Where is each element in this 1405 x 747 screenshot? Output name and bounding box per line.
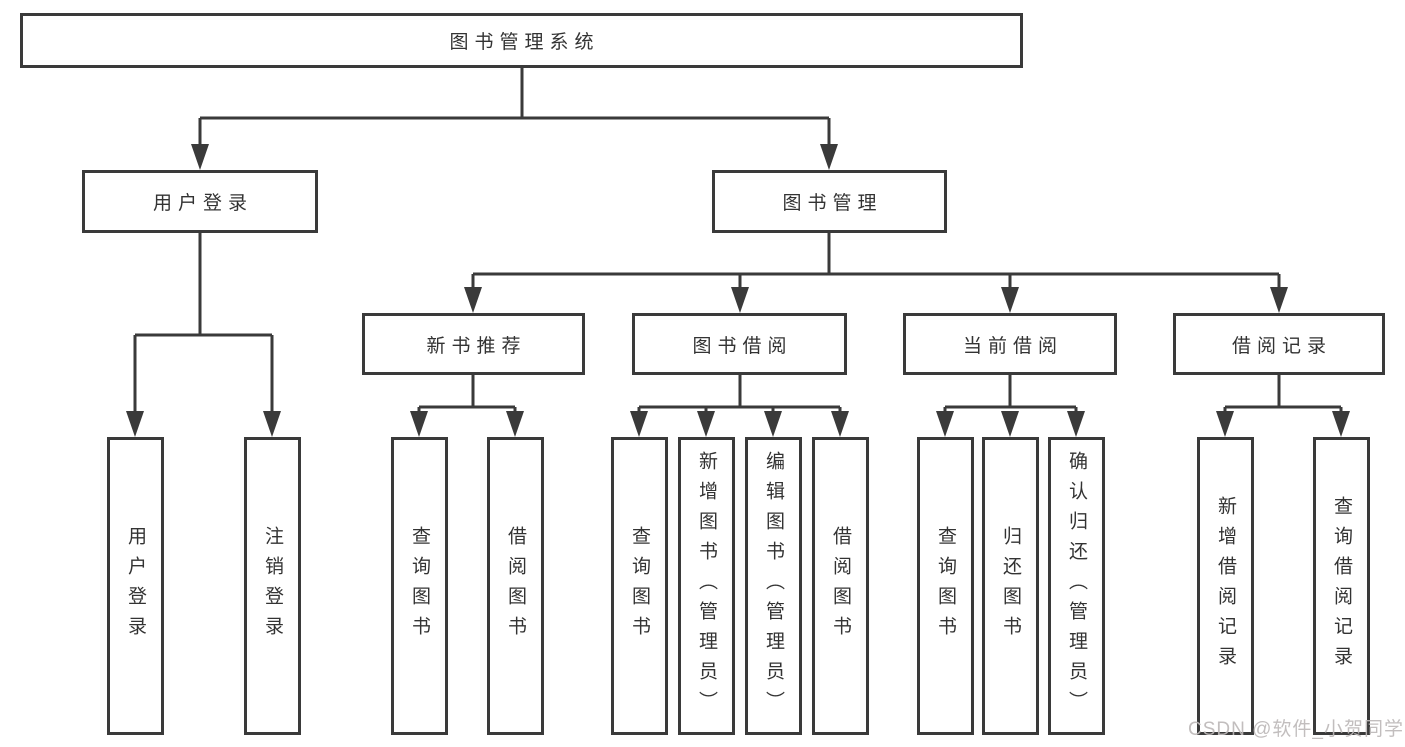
leaf-borrow-query-books: 查询图书 xyxy=(611,437,668,735)
leaf-current-query-books: 查询图书 xyxy=(917,437,974,735)
leaf-current-query-books-label: 查询图书 xyxy=(935,526,956,646)
node-current-borrow-label: 当前借阅 xyxy=(962,335,1063,357)
leaf-current-return-books-label: 归还图书 xyxy=(1000,526,1021,646)
leaf-newbook-query-books: 查询图书 xyxy=(391,437,448,735)
node-user-login-label: 用户登录 xyxy=(152,193,253,214)
watermark: CSDN @软件_小贺同学 xyxy=(1188,719,1404,740)
node-book-management-label: 图书管理 xyxy=(782,193,883,214)
leaf-user-login-label: 用户登录 xyxy=(125,526,146,646)
leaf-current-confirm-return-admin-label: 确认归还（管理员） xyxy=(1066,451,1087,721)
leaf-borrow-borrow-books: 借阅图书 xyxy=(812,437,869,735)
leaf-current-confirm-return-admin: 确认归还（管理员） xyxy=(1048,437,1105,735)
leaf-records-add-record-label: 新增借阅记录 xyxy=(1215,496,1236,676)
leaf-borrow-borrow-books-label: 借阅图书 xyxy=(830,526,851,646)
leaf-user-login: 用户登录 xyxy=(107,437,164,735)
leaf-logout: 注销登录 xyxy=(244,437,301,735)
node-new-book-recommend: 新书推荐 xyxy=(362,313,585,375)
leaf-newbook-borrow-books-label: 借阅图书 xyxy=(505,526,526,646)
node-borrow-records-label: 借阅记录 xyxy=(1231,335,1332,357)
leaf-borrow-edit-books-admin: 编辑图书（管理员） xyxy=(745,437,802,735)
leaf-current-return-books: 归还图书 xyxy=(982,437,1039,735)
leaf-newbook-query-books-label: 查询图书 xyxy=(409,526,430,646)
leaf-records-query-record: 查询借阅记录 xyxy=(1313,437,1370,735)
node-library-system-label: 图书管理系统 xyxy=(449,32,600,53)
leaf-logout-label: 注销登录 xyxy=(262,526,283,646)
leaf-borrow-add-books-admin: 新增图书（管理员） xyxy=(678,437,735,735)
node-borrow-records: 借阅记录 xyxy=(1173,313,1385,375)
leaf-records-add-record: 新增借阅记录 xyxy=(1197,437,1254,735)
leaf-records-query-record-label: 查询借阅记录 xyxy=(1331,496,1352,676)
leaf-borrow-add-books-admin-label: 新增图书（管理员） xyxy=(696,451,717,721)
node-book-borrow: 图书借阅 xyxy=(632,313,847,375)
node-book-borrow-label: 图书借阅 xyxy=(692,335,793,357)
arrowheads xyxy=(126,144,1350,437)
node-library-system: 图书管理系统 xyxy=(20,13,1023,68)
leaf-borrow-query-books-label: 查询图书 xyxy=(629,526,650,646)
node-user-login: 用户登录 xyxy=(82,170,318,233)
leaf-newbook-borrow-books: 借阅图书 xyxy=(487,437,544,735)
node-current-borrow: 当前借阅 xyxy=(903,313,1117,375)
leaf-borrow-edit-books-admin-label: 编辑图书（管理员） xyxy=(763,451,784,721)
node-book-management: 图书管理 xyxy=(712,170,947,233)
node-new-book-recommend-label: 新书推荐 xyxy=(426,335,527,357)
